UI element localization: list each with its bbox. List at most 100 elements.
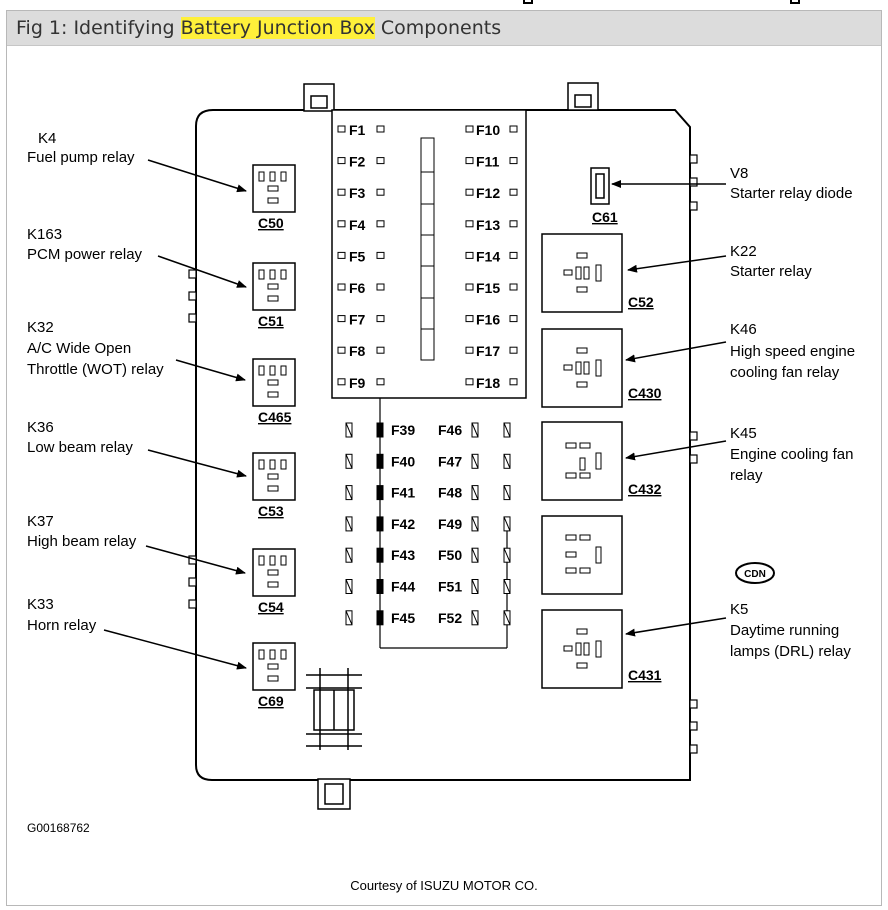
credit-line: Courtesy of ISUZU MOTOR CO. — [350, 878, 538, 893]
relay-code-k45: K45 — [730, 425, 757, 442]
figure-title-bar: Fig 1: Identifying Battery Junction Box … — [7, 11, 881, 46]
top-edge-mark — [790, 0, 800, 4]
fuse-strip-dividers — [421, 171, 434, 330]
fuse-terminal — [509, 283, 518, 291]
mini-fuse-label: F49 — [438, 516, 462, 532]
mounting-tab-top-right — [567, 82, 599, 111]
relay-pins — [563, 628, 602, 669]
fuse-row-right: F11 — [465, 154, 518, 170]
mini-fuse-blade — [345, 547, 353, 563]
mini-fuse-blade — [345, 453, 353, 469]
relay-code-v8: V8 — [730, 165, 748, 182]
relay-desc-k45-line1: Engine cooling fan — [730, 446, 853, 463]
relay-desc-k45-line2: relay — [730, 467, 763, 484]
relay-pins — [565, 442, 602, 479]
mini-fuse-rows: F39F40F41F42F43F44F45F46F47F48F49F50F51F… — [345, 422, 511, 626]
mini-fuse-blade — [471, 547, 479, 563]
relay-code-k37: K37 — [27, 513, 54, 530]
mini-fuse-blade — [503, 579, 511, 594]
fuse-label: F1 — [349, 122, 366, 138]
fuse-terminal — [509, 346, 518, 354]
fuse-terminal — [337, 283, 346, 291]
connector-label-c430: C430 — [628, 385, 662, 401]
fuse-terminal — [376, 125, 385, 133]
fuse-row-right: F12 — [465, 185, 518, 201]
mounting-tab-bottom — [317, 778, 351, 810]
relay-socket-c50: C50 — [252, 164, 296, 231]
fuse-label: F8 — [349, 343, 366, 359]
fuse-label: F7 — [349, 312, 366, 328]
mini-fuse-blade — [471, 516, 479, 532]
fuse-row-left: F2 — [337, 154, 385, 170]
fuse-terminal — [509, 125, 518, 133]
fuse-row-left: F6 — [337, 280, 385, 296]
fuse-terminal — [509, 220, 518, 228]
fuse-label: F17 — [476, 343, 500, 359]
mini-fuse-label: F47 — [438, 453, 462, 469]
connector-label: C50 — [258, 215, 284, 231]
relay-pins — [565, 534, 602, 574]
mini-fuse-label: F43 — [391, 547, 415, 563]
fuse-row-right: F13 — [465, 217, 518, 233]
fuse-terminal — [465, 378, 474, 386]
relay-socket-c69: C69 — [252, 642, 296, 709]
fuse-terminal — [465, 283, 474, 291]
fuse-row-left: F1 — [337, 122, 385, 138]
fuse-terminal — [465, 315, 474, 323]
fuse-row-right: F14 — [465, 248, 518, 264]
mini-fuse-blade — [376, 579, 384, 594]
mini-fuse-label: F41 — [391, 485, 415, 501]
fuse-terminal — [376, 346, 385, 354]
mini-fuse-blade — [345, 516, 353, 532]
mini-fuse-blade — [376, 453, 384, 469]
fuse-terminal — [337, 188, 346, 196]
left-labels: K4 Fuel pump relay K163 PCM power relay … — [27, 130, 164, 634]
mini-fuse-label: F42 — [391, 516, 415, 532]
relay-socket-c54: C54 — [252, 548, 296, 615]
relay-desc-k46-line1: High speed engine — [730, 343, 855, 360]
fuse-terminal — [376, 157, 385, 165]
fuse-label: F3 — [349, 185, 366, 201]
fuse-terminal — [509, 251, 518, 259]
relay-code-k32: K32 — [27, 319, 54, 336]
relay-desc-k32-line1: A/C Wide Open — [27, 340, 131, 357]
relay-desc-k5-line2: lamps (DRL) relay — [730, 643, 851, 660]
fuse-row-left: F4 — [337, 217, 385, 233]
fuse-terminal — [337, 125, 346, 133]
mini-fuse-label: F46 — [438, 422, 462, 438]
left-callout-arrows — [103, 159, 247, 670]
relay-code-k36: K36 — [27, 419, 54, 436]
figure-id: G00168762 — [27, 821, 90, 835]
figure-title: Fig 1: Identifying Battery Junction Box … — [16, 17, 501, 39]
fuse-label: F9 — [349, 375, 366, 391]
mini-fuse-blade — [503, 453, 511, 469]
mini-fuse-label: F51 — [438, 579, 462, 595]
title-highlight: Battery Junction Box — [180, 17, 375, 39]
relay-pins — [563, 347, 602, 388]
fuse-label: F12 — [476, 185, 500, 201]
relay-desc-k22: Starter relay — [730, 263, 812, 280]
connector-label: C69 — [258, 693, 284, 709]
fuse-row-right: F10 — [465, 122, 518, 138]
mini-fuse-blade — [376, 516, 384, 532]
fuse-row-left: F5 — [337, 248, 385, 264]
fuse-row-left: F3 — [337, 185, 385, 201]
mini-fuse-blade — [503, 610, 511, 626]
mini-fuse-blade — [376, 610, 384, 626]
relay-desc-v8: Starter relay diode — [730, 185, 853, 202]
fuse-label: F10 — [476, 122, 500, 138]
fuse-terminal — [509, 315, 518, 323]
mini-fuse-label: F45 — [391, 610, 415, 626]
relay-code-k33: K33 — [27, 596, 54, 613]
starter-relay-diode — [590, 167, 610, 205]
mini-fuse-blade — [471, 422, 479, 438]
relay-desc-k36: Low beam relay — [27, 439, 133, 456]
fuse-row-right: F15 — [465, 280, 518, 296]
relay-code-k5: K5 — [730, 601, 748, 618]
fuse-terminal — [465, 125, 474, 133]
fuse-label: F5 — [349, 248, 366, 264]
fuse-label: F16 — [476, 312, 500, 328]
mini-fuse-label: F40 — [391, 453, 415, 469]
